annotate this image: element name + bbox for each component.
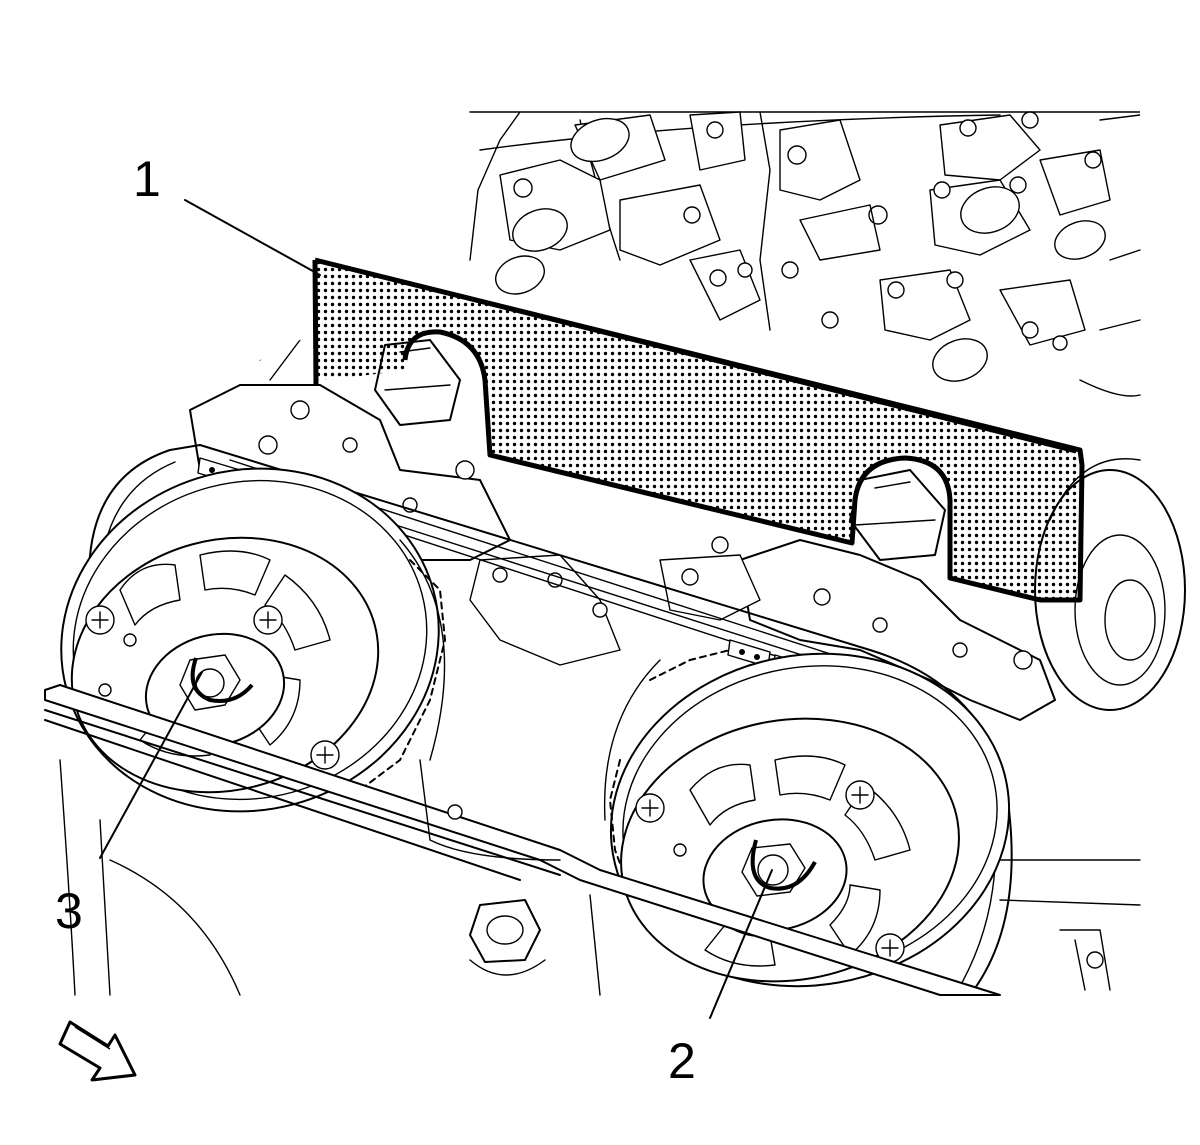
leader-line-1 <box>184 199 321 276</box>
callout-label-2: 2 <box>668 1033 696 1089</box>
cylinder-head-background <box>259 111 1141 397</box>
left-camshaft-sprocket <box>60 467 446 813</box>
right-cam-housing <box>469 469 1056 721</box>
callout-label-1: 1 <box>133 151 161 207</box>
right-pulley <box>1034 458 1186 711</box>
leader-line-2 <box>709 869 773 1019</box>
middle-head-bolts <box>779 119 888 329</box>
direction-arrow-icon <box>58 1020 137 1082</box>
right-sprocket-screws <box>635 780 905 963</box>
callout-leaders <box>99 199 773 1019</box>
left-cam-caps <box>495 111 761 321</box>
camshaft-locking-tool <box>312 257 1085 603</box>
right-cam-caps <box>879 111 1141 382</box>
front-cover <box>44 684 1141 996</box>
left-sprocket-screws <box>85 605 340 770</box>
leader-line-3 <box>99 671 203 859</box>
callout-label-3: 3 <box>55 883 83 939</box>
